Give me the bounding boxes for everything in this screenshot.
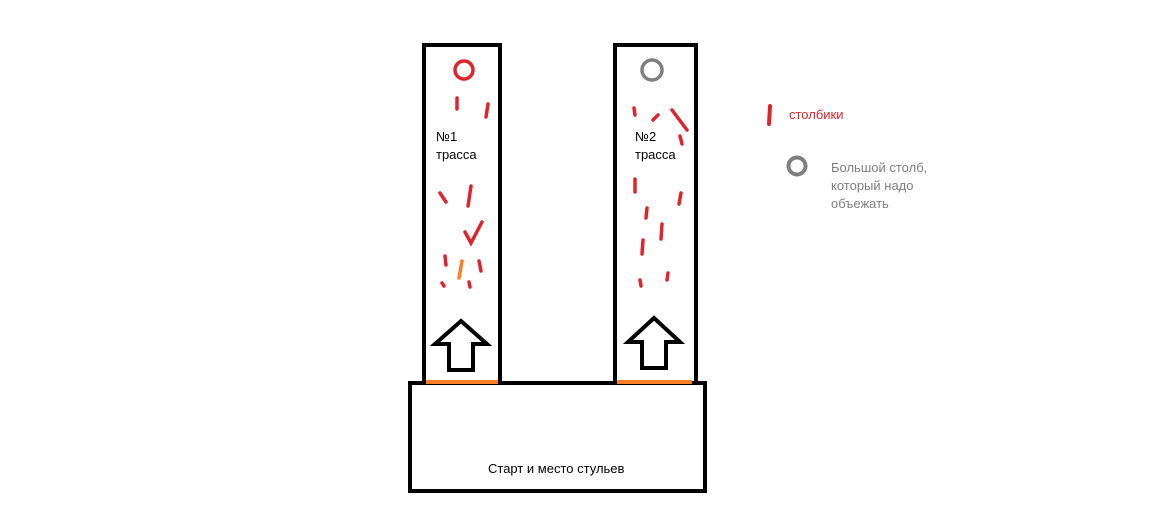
bollard-icon bbox=[644, 206, 649, 220]
bollard-icon bbox=[477, 259, 483, 273]
v-bollards-icon bbox=[463, 220, 484, 247]
bollard-icon bbox=[670, 108, 689, 132]
start-area-box bbox=[408, 381, 707, 493]
bollard-icon bbox=[440, 281, 446, 288]
track2-label: №2 трасса bbox=[635, 129, 676, 162]
legend-big-pole-icon bbox=[786, 155, 808, 177]
bollard-icon bbox=[659, 222, 664, 241]
start-area-label: Старт и место стульев bbox=[488, 461, 625, 476]
legend-big-pole-label: Большой столб, который надо объежать bbox=[831, 160, 928, 211]
bollard-icon bbox=[438, 191, 448, 204]
bollard-icon bbox=[632, 106, 637, 117]
track1-orange-bollard-icon bbox=[457, 259, 464, 280]
bollard-icon bbox=[651, 113, 660, 122]
bollard-icon bbox=[640, 238, 645, 256]
bollard-icon bbox=[467, 280, 472, 289]
bollard-icon bbox=[677, 191, 683, 206]
bollard-icon bbox=[443, 254, 448, 267]
bollard-icon bbox=[466, 184, 473, 208]
legend-bollards-label: столбики bbox=[789, 107, 844, 122]
legend-bollard-icon bbox=[767, 104, 772, 126]
track1-big-pole-icon bbox=[453, 59, 475, 81]
bollard-icon bbox=[484, 102, 490, 119]
track1-up-arrow-icon bbox=[429, 318, 493, 372]
track1-bollards bbox=[438, 96, 490, 289]
bollard-icon bbox=[665, 271, 670, 282]
bollard-icon bbox=[678, 134, 684, 146]
track2-big-pole-icon bbox=[640, 58, 664, 82]
track1-label: №1 трасса bbox=[436, 129, 477, 162]
track2-bollards bbox=[632, 106, 689, 288]
track2-up-arrow-icon bbox=[622, 315, 686, 370]
bollard-icon bbox=[638, 278, 643, 288]
